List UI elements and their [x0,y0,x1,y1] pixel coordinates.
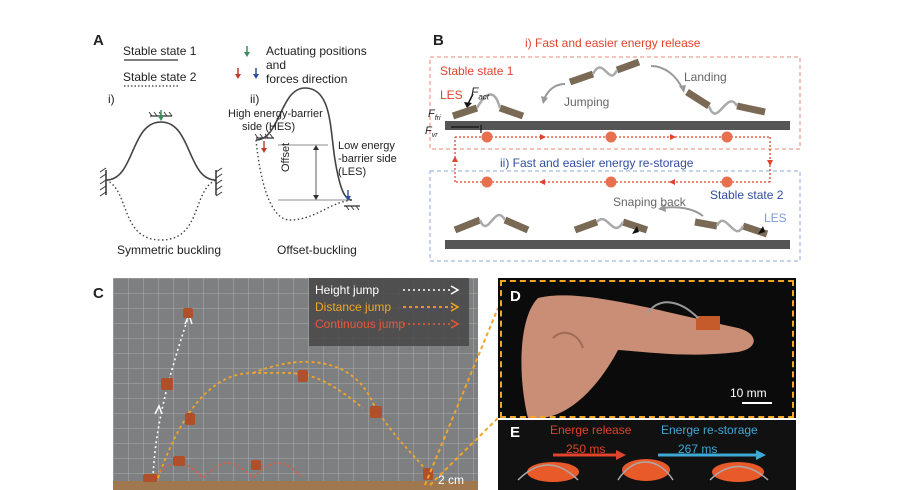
scale-bar-c-label: 2 cm [438,473,465,487]
f-fri-label: Ffri [428,108,441,123]
legend-stable-state-1: Stable state 1 [123,44,197,58]
legend-stable-state-2: Stable state 2 [123,70,197,84]
panel-c-label: C [93,285,104,302]
symmetric-buckling-drawing [99,110,223,241]
panel-e-label: E [510,424,521,441]
legend-green-arrow-icon [244,46,250,57]
jump-arrow-icon [541,96,548,104]
robot-landing [685,89,766,116]
hes-label-line2: side (HES) [242,121,296,133]
caption-offset-buckling: Offset-buckling [277,243,357,257]
robot-bottom-middle [573,217,649,234]
legend-height-jump: Height jump [315,283,380,297]
landing-arrow-icon [679,85,686,93]
les-label-line1: Low energy [338,140,395,152]
scale-bar-d [742,402,772,404]
jumping-label: Jumping [564,95,610,109]
caption-symmetric-buckling: Symmetric buckling [117,243,222,257]
f-vr-label: Fvr [425,125,438,140]
distance-jump-path [157,371,364,479]
jump-legend-arrows [403,285,460,329]
panel-a-label: A [93,32,104,49]
legend-continuous-jump: Continuous jump [315,317,406,331]
stable-state-1-label: Stable state 1 [440,64,514,78]
stable-state-1-box [429,56,801,150]
ground-bar-top [445,121,790,130]
f-act-arrow-icon [467,93,474,105]
restorage-time: 267 ms [678,442,718,456]
finger-photo: D 10 mm [498,278,796,418]
legend-blue-arrow-icon [253,68,259,79]
panel-d-label: D [510,288,521,305]
les-label-line3: (LES) [338,166,367,178]
release-title: i) Fast and easier energy release [525,36,701,50]
restorage-label: Energe re-storage [661,423,758,437]
zoom-connector [424,307,499,486]
hes-label-line1: High energy-barrier [228,108,323,120]
release-arrow-icon [616,450,626,460]
actuator-arrow-icon [158,116,164,121]
zoom-frame [500,280,794,418]
panel-b-figure [429,56,801,262]
robot-bottom-right [694,218,769,238]
energy-cycle-path [452,131,773,188]
stable-state-2-box [429,170,801,262]
f-act-label: Fact [471,85,490,102]
finger-photo-drawing [521,295,754,418]
release-label: Energe release [550,423,632,437]
legend-actuating-line3: forces direction [266,72,348,86]
legend-actuating-line1: Actuating positions [266,44,367,58]
legend-distance-jump: Distance jump [315,300,392,314]
robot-bottom-left [453,213,530,234]
robot-jumping [568,58,641,86]
les-bottom-label: LES [764,211,787,225]
sub-label-ii: ii) [250,92,260,106]
landing-label: Landing [684,70,727,84]
energy-sequence-drawing [517,450,769,482]
snapping-back-label: Snaping back [613,195,686,209]
offset-label: Offset [280,142,292,172]
snap-back-arrow-icon [658,204,666,212]
scale-bar-d-label: 10 mm [730,386,767,400]
legend-actuating-line2: and [266,58,287,72]
jump-legend-box: Height jump Distance jump Continuous jum… [309,278,469,346]
legend-red-arrow-icon [235,68,241,79]
restorage-title: ii) Fast and easier energy re-storage [500,156,694,170]
stable-state-2-label: Stable state 2 [710,188,784,202]
ground-bar-bottom [445,240,790,249]
offset-buckling-drawing [254,87,360,221]
restorage-arrow-icon [756,450,766,460]
jump-photo: Height jump Distance jump Continuous jum… [113,278,478,490]
robot-on-finger [696,316,720,330]
panel-a-figure [99,46,360,241]
les-top-label: LES [440,88,463,102]
panel-b-label: B [433,32,444,49]
energy-sequence-photo: E Energe release 250 ms Energe re-storag… [498,420,796,490]
les-label-line2: -barrier side [338,153,397,165]
robot-top-left [451,93,525,120]
release-time: 250 ms [566,442,606,456]
sub-label-i: i) [108,92,115,106]
